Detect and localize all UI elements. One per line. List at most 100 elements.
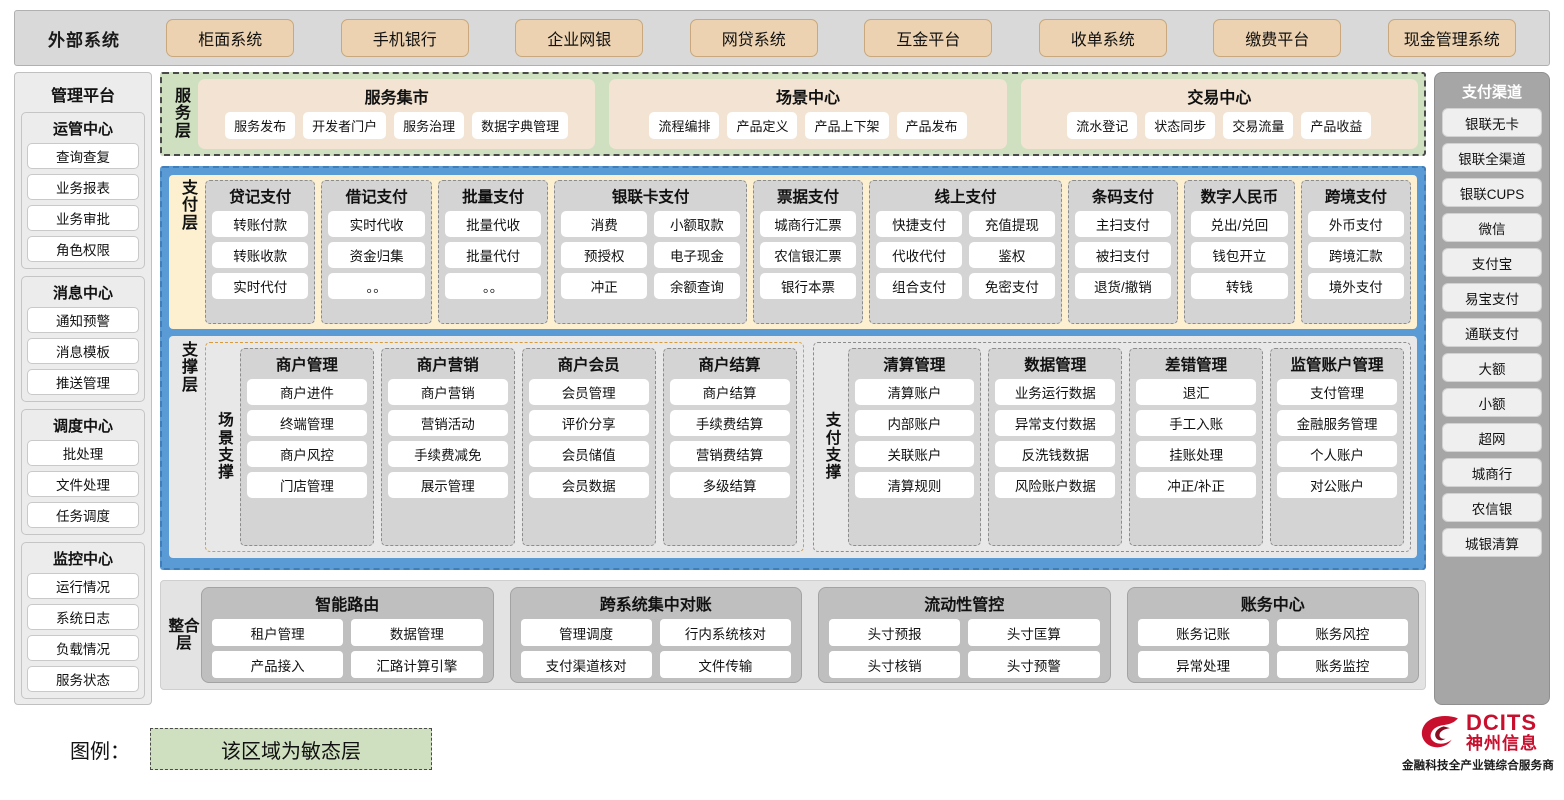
payment-channel-item[interactable]: 城银清算: [1442, 528, 1542, 557]
payment-item[interactable]: 跨境汇款: [1307, 242, 1405, 268]
support-item[interactable]: 评价分享: [528, 410, 649, 436]
payment-item[interactable]: 转账付款: [212, 211, 309, 237]
support-item[interactable]: 金融服务管理: [1277, 410, 1397, 436]
support-item[interactable]: 挂账处理: [1136, 441, 1257, 467]
payment-item[interactable]: 鉴权: [968, 242, 1055, 268]
payment-item[interactable]: 代收代付: [876, 242, 962, 268]
service-item[interactable]: 流水登记: [1067, 112, 1138, 139]
integration-item[interactable]: 文件传输: [659, 651, 791, 678]
service-item[interactable]: 流程编排: [649, 112, 720, 139]
payment-item[interactable]: 农信银汇票: [759, 242, 857, 268]
management-item[interactable]: 业务报表: [27, 174, 139, 200]
external-system-chip[interactable]: 互金平台: [864, 19, 993, 57]
payment-channel-item[interactable]: 农信银: [1442, 493, 1542, 522]
payment-item[interactable]: 组合支付: [876, 273, 962, 299]
management-item[interactable]: 通知预警: [27, 307, 139, 333]
payment-item[interactable]: 资金归集: [328, 242, 425, 268]
payment-channel-item[interactable]: 银联全渠道: [1442, 143, 1542, 172]
support-item[interactable]: 会员管理: [528, 379, 649, 405]
support-item[interactable]: 清算账户: [854, 379, 975, 405]
external-system-chip[interactable]: 网贷系统: [689, 19, 818, 57]
support-item[interactable]: 营销费结算: [669, 441, 790, 467]
service-item[interactable]: 服务治理: [394, 112, 465, 139]
integration-item[interactable]: 头寸预报: [829, 619, 961, 646]
payment-item[interactable]: 批量代付: [444, 242, 542, 268]
integration-item[interactable]: 支付渠道核对: [520, 651, 652, 678]
payment-item[interactable]: 城商行汇票: [759, 211, 857, 237]
payment-item[interactable]: 银行本票: [759, 273, 857, 299]
payment-item[interactable]: 充值提现: [968, 211, 1055, 237]
payment-item[interactable]: 钱包开立: [1191, 242, 1288, 268]
payment-item[interactable]: 。。: [328, 273, 425, 299]
service-item[interactable]: 状态同步: [1145, 112, 1216, 139]
support-item[interactable]: 会员储值: [528, 441, 649, 467]
integration-item[interactable]: 头寸预警: [968, 651, 1100, 678]
service-item[interactable]: 服务发布: [225, 112, 296, 139]
support-item[interactable]: 终端管理: [247, 410, 367, 436]
payment-item[interactable]: 冲正: [561, 273, 648, 299]
integration-item[interactable]: 账务监控: [1276, 651, 1408, 678]
payment-item[interactable]: 。。: [444, 273, 542, 299]
support-item[interactable]: 手续费结算: [669, 410, 790, 436]
external-system-chip[interactable]: 手机银行: [340, 19, 469, 57]
integration-item[interactable]: 头寸核销: [829, 651, 961, 678]
external-system-chip[interactable]: 收单系统: [1038, 19, 1167, 57]
payment-item[interactable]: 被扫支付: [1074, 242, 1172, 268]
payment-item[interactable]: 快捷支付: [876, 211, 962, 237]
support-item[interactable]: 退汇: [1136, 379, 1257, 405]
support-item[interactable]: 内部账户: [854, 410, 975, 436]
payment-item[interactable]: 转账收款: [212, 242, 309, 268]
support-item[interactable]: 反洗钱数据: [995, 441, 1116, 467]
payment-item[interactable]: 电子现金: [654, 242, 740, 268]
support-item[interactable]: 支付管理: [1277, 379, 1397, 405]
payment-item[interactable]: 小额取款: [654, 211, 740, 237]
integration-item[interactable]: 数据管理: [351, 619, 483, 646]
payment-channel-item[interactable]: 银联无卡: [1442, 108, 1542, 137]
service-item[interactable]: 产品收益: [1301, 112, 1372, 139]
management-item[interactable]: 系统日志: [27, 604, 139, 630]
payment-channel-item[interactable]: 小额: [1442, 388, 1542, 417]
support-item[interactable]: 商户结算: [669, 379, 790, 405]
payment-item[interactable]: 实时代付: [212, 273, 309, 299]
payment-item[interactable]: 余额查询: [654, 273, 740, 299]
payment-item[interactable]: 实时代收: [328, 211, 425, 237]
management-item[interactable]: 角色权限: [27, 236, 139, 262]
support-item[interactable]: 商户营销: [387, 379, 508, 405]
payment-item[interactable]: 退货/撤销: [1074, 273, 1172, 299]
integration-item[interactable]: 账务风控: [1276, 619, 1408, 646]
payment-item[interactable]: 批量代收: [444, 211, 542, 237]
service-item[interactable]: 产品发布: [896, 112, 967, 139]
payment-channel-item[interactable]: 城商行: [1442, 458, 1542, 487]
support-item[interactable]: 个人账户: [1277, 441, 1397, 467]
management-item[interactable]: 文件处理: [27, 471, 139, 497]
payment-item[interactable]: 境外支付: [1307, 273, 1405, 299]
payment-item[interactable]: 外币支付: [1307, 211, 1405, 237]
support-item[interactable]: 营销活动: [387, 410, 508, 436]
external-system-chip[interactable]: 企业网银: [515, 19, 644, 57]
management-item[interactable]: 消息模板: [27, 338, 139, 364]
management-item[interactable]: 任务调度: [27, 502, 139, 528]
service-item[interactable]: 开发者门户: [303, 112, 387, 139]
payment-channel-item[interactable]: 支付宝: [1442, 248, 1542, 277]
support-item[interactable]: 异常支付数据: [995, 410, 1116, 436]
support-item[interactable]: 冲正/补正: [1136, 472, 1257, 498]
external-system-chip[interactable]: 柜面系统: [166, 19, 295, 57]
payment-channel-item[interactable]: 微信: [1442, 213, 1542, 242]
integration-item[interactable]: 租户管理: [212, 619, 344, 646]
payment-item[interactable]: 主扫支付: [1074, 211, 1172, 237]
payment-channel-item[interactable]: 通联支付: [1442, 318, 1542, 347]
management-item[interactable]: 负载情况: [27, 635, 139, 661]
support-item[interactable]: 对公账户: [1277, 472, 1397, 498]
management-item[interactable]: 业务审批: [27, 205, 139, 231]
support-item[interactable]: 手续费减免: [387, 441, 508, 467]
service-item[interactable]: 交易流量: [1223, 112, 1294, 139]
management-item[interactable]: 批处理: [27, 440, 139, 466]
service-item[interactable]: 产品上下架: [805, 112, 889, 139]
support-item[interactable]: 手工入账: [1136, 410, 1257, 436]
management-item[interactable]: 运行情况: [27, 573, 139, 599]
support-item[interactable]: 多级结算: [669, 472, 790, 498]
payment-item[interactable]: 预授权: [561, 242, 648, 268]
support-item[interactable]: 门店管理: [247, 472, 367, 498]
payment-item[interactable]: 转钱: [1191, 273, 1288, 299]
management-item[interactable]: 服务状态: [27, 666, 139, 692]
